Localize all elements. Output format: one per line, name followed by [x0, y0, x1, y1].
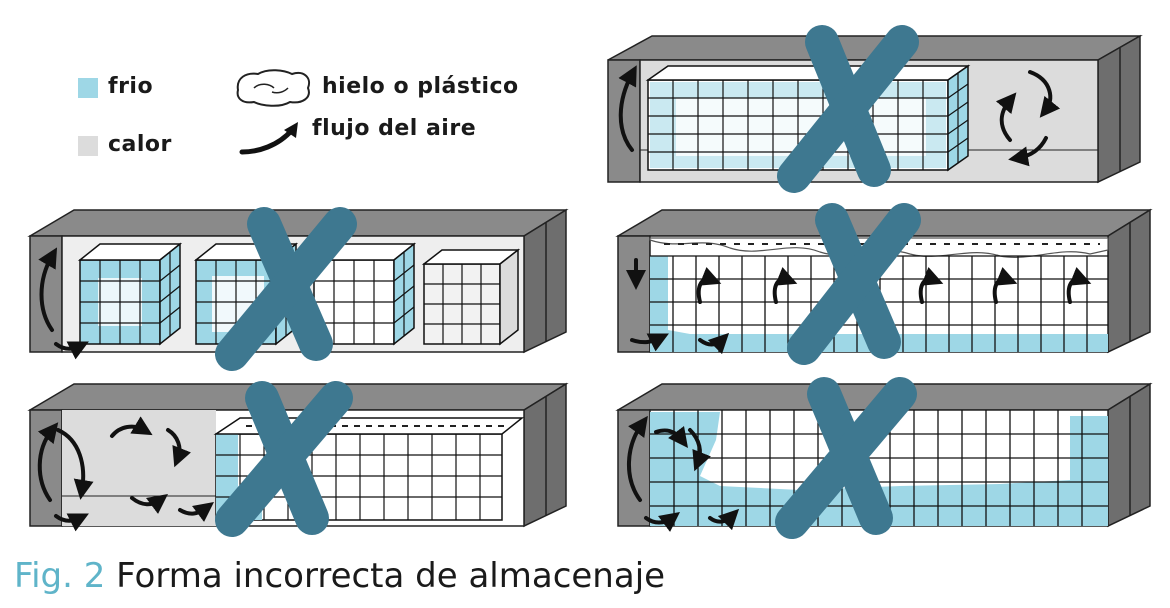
- ice-icon: [236, 69, 310, 107]
- legend-heat-label: calor: [108, 132, 172, 157]
- incorrect-cross-icon: [775, 377, 917, 539]
- storage-diagram: [27, 25, 1153, 539]
- heat-swatch: [78, 136, 98, 156]
- figure-caption: Fig. 2 Forma incorrecta de almacenaje: [14, 556, 665, 596]
- legend-ice-label: hielo o plástico: [322, 74, 519, 99]
- airflow-arrow-icon: [239, 122, 298, 155]
- figure-caption-text: Forma incorrecta de almacenaje: [116, 556, 666, 596]
- legend-cold-label: frio: [108, 74, 154, 99]
- figure-number: Fig. 2: [14, 556, 106, 596]
- legend-airflow-label: flujo del aire: [312, 116, 477, 141]
- incorrect-cross-icon: [777, 25, 919, 193]
- incorrect-cross-icon: [215, 381, 353, 537]
- incorrect-cross-icon: [787, 203, 921, 365]
- cold-swatch: [78, 78, 98, 98]
- incorrect-cross-icon: [215, 207, 357, 371]
